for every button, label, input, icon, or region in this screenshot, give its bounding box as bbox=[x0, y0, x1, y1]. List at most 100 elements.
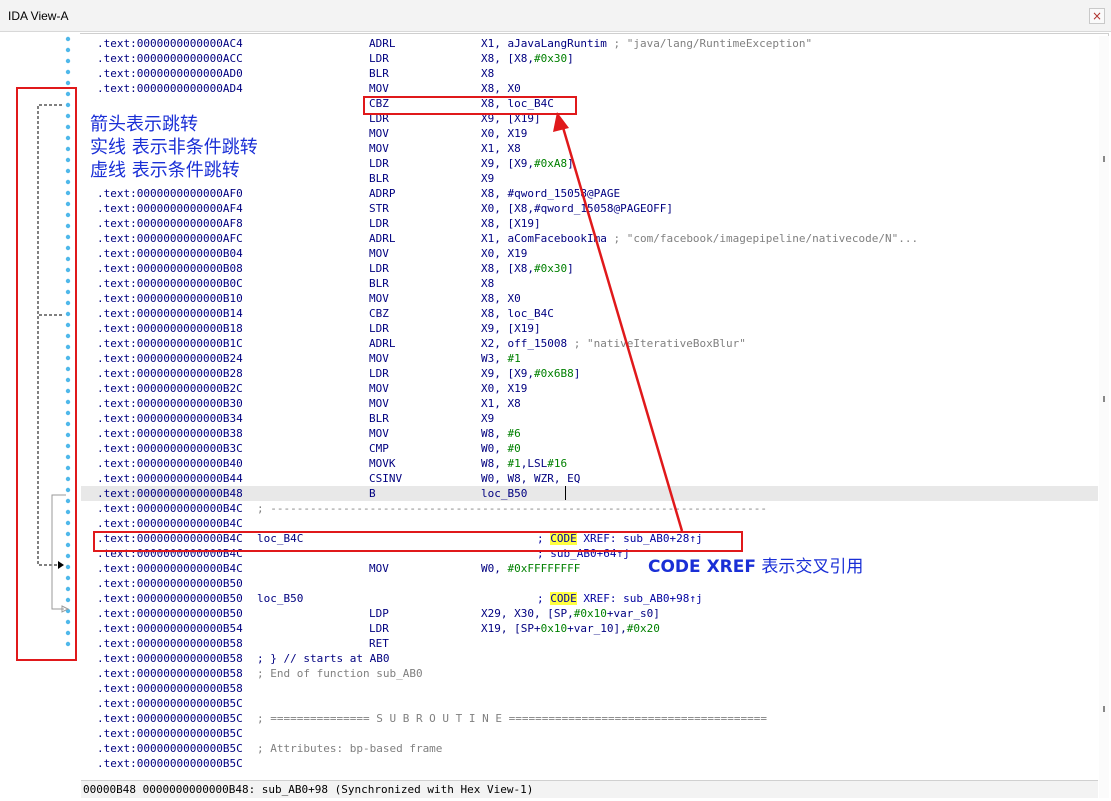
row-address: .text:0000000000000B0C bbox=[97, 277, 243, 290]
row-operands: X9 bbox=[481, 412, 495, 425]
flow-dot bbox=[65, 212, 71, 218]
row-address: .text:0000000000000B44 bbox=[97, 472, 243, 485]
row-mnemonic: LDP bbox=[369, 607, 389, 620]
flow-dot bbox=[65, 223, 71, 229]
flow-dot bbox=[65, 256, 71, 262]
row-operands: X8 bbox=[481, 277, 495, 290]
row-address: .text:0000000000000B10 bbox=[97, 292, 243, 305]
row-address: .text:0000000000000AF4 bbox=[97, 202, 243, 215]
scroll-marker bbox=[1103, 396, 1105, 402]
row-mnemonic: MOV bbox=[369, 352, 389, 365]
listing-row[interactable]: .text:0000000000000B4C; ----------------… bbox=[81, 501, 1098, 516]
row-comment: ; End of function sub_AB0 bbox=[257, 667, 423, 680]
listing-row[interactable]: .text:0000000000000B24 MOV W3, #1 bbox=[81, 351, 1098, 366]
row-operands: W3, #1 bbox=[481, 352, 521, 365]
row-address: .text:0000000000000AF0 bbox=[97, 187, 243, 200]
row-operands: X2, off_15008 bbox=[481, 337, 568, 350]
row-comment: ; "java/lang/RuntimeException" bbox=[606, 37, 813, 50]
listing-row[interactable]: .text:0000000000000B50 bbox=[81, 576, 1098, 591]
listing-row[interactable]: .text:0000000000000B5C bbox=[81, 696, 1098, 711]
row-mnemonic: RET bbox=[369, 637, 389, 650]
flow-dot bbox=[65, 201, 71, 207]
close-button[interactable]: × bbox=[1089, 8, 1105, 24]
flow-dot bbox=[65, 69, 71, 75]
row-address: .text:0000000000000B24 bbox=[97, 352, 243, 365]
row-mnemonic: MOV bbox=[369, 382, 389, 395]
flow-dot bbox=[65, 344, 71, 350]
row-address: .text:0000000000000B18 bbox=[97, 322, 243, 335]
gutter-highlight-box bbox=[16, 87, 77, 661]
row-mnemonic: STR bbox=[369, 202, 389, 215]
listing-row[interactable]: .text:0000000000000B58; End of function … bbox=[81, 666, 1098, 681]
flow-dot bbox=[65, 443, 71, 449]
listing-row[interactable]: .text:0000000000000B4C bbox=[81, 516, 1098, 531]
row-mnemonic: MOVK bbox=[369, 457, 396, 470]
listing-row[interactable]: .text:0000000000000B5C; =============== … bbox=[81, 711, 1098, 726]
listing-row[interactable]: .text:0000000000000B58 bbox=[81, 681, 1098, 696]
flow-dot bbox=[65, 124, 71, 130]
row-operands: X1, aJavaLangRuntim bbox=[481, 37, 607, 50]
flow-arrow-gutter bbox=[0, 33, 80, 801]
flow-dot bbox=[65, 36, 71, 42]
row-address: .text:0000000000000AD0 bbox=[97, 67, 243, 80]
flow-dot bbox=[65, 377, 71, 383]
row-address: .text:0000000000000B34 bbox=[97, 412, 243, 425]
row-address: .text:0000000000000B50 bbox=[97, 592, 243, 605]
row-address: .text:0000000000000B4C bbox=[97, 532, 243, 545]
row-address: .text:0000000000000B5C bbox=[97, 757, 243, 770]
vertical-scrollbar[interactable] bbox=[1099, 36, 1109, 801]
listing-row[interactable]: .text:0000000000000B5C bbox=[81, 756, 1098, 771]
listing-row[interactable]: .text:0000000000000B5C bbox=[81, 726, 1098, 741]
flow-dot bbox=[65, 289, 71, 295]
listing-row[interactable]: .text:0000000000000B5C; Attributes: bp-b… bbox=[81, 741, 1098, 756]
row-mnemonic: ADRP bbox=[369, 187, 396, 200]
row-address: .text:0000000000000B4C bbox=[97, 502, 243, 515]
flow-dot bbox=[65, 146, 71, 152]
ida-view-panel bbox=[2, 33, 1109, 799]
row-address: .text:0000000000000B30 bbox=[97, 397, 243, 410]
status-bar: 00000B48 0000000000000B48: sub_AB0+98 (S… bbox=[81, 780, 1098, 798]
xref-annotation-rest: 表示交叉引用 bbox=[756, 557, 864, 577]
row-operands: W0, #0xFFFFFFFF bbox=[481, 562, 581, 575]
row-address: .text:0000000000000B40 bbox=[97, 457, 243, 470]
listing-row[interactable]: .text:0000000000000B58; } // starts at A… bbox=[81, 651, 1098, 666]
row-mnemonic: LDR bbox=[369, 112, 389, 125]
row-address: .text:0000000000000AF8 bbox=[97, 217, 243, 230]
